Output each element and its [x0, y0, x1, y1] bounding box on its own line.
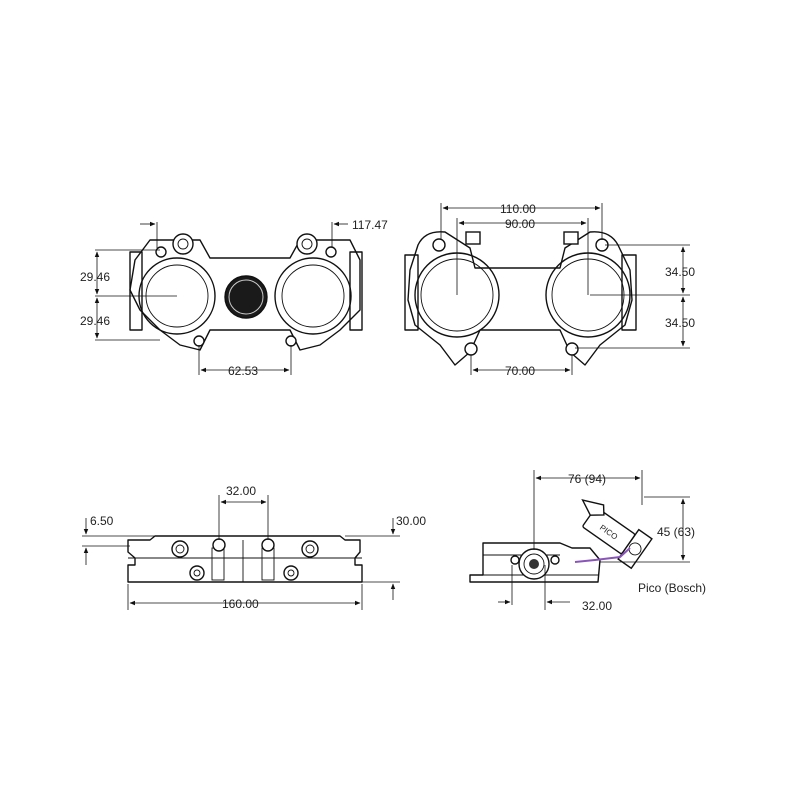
- dim-30-00: 30.00: [396, 514, 426, 528]
- dim-32-00-side: 32.00: [582, 599, 612, 613]
- front-view: 32.00 6.50 30.00 160.00: [82, 484, 426, 611]
- dim-34-50-upper: 34.50: [665, 265, 695, 279]
- dim-62-53: 62.53: [228, 364, 258, 378]
- dim-76-94: 76 (94): [568, 472, 606, 486]
- dim-29-46-upper: 29.46: [80, 270, 110, 284]
- dim-110-00: 110.00: [500, 202, 536, 216]
- top-right-view: 110.00 90.00 34.50 34.50 70.00: [404, 202, 695, 378]
- right-bore: [274, 257, 352, 335]
- dim-90-00: 90.00: [505, 217, 535, 231]
- center-throttle-plug: [224, 275, 268, 319]
- dim-70-00: 70.00: [505, 364, 535, 378]
- dim-160-00: 160.00: [222, 597, 259, 611]
- side-view: PICO 76 (94) 45 (63) 32.00 Pico (Bosch): [469, 470, 706, 613]
- dim-32-00-front: 32.00: [226, 484, 256, 498]
- dim-45-63: 45 (63): [657, 525, 695, 539]
- dim-29-46-lower: 29.46: [80, 314, 110, 328]
- pico-bosch-label: Pico (Bosch): [638, 581, 706, 595]
- pico-injector: PICO: [581, 498, 653, 570]
- top-left-view: 117.47 29.46 29.46 62.53: [80, 218, 388, 378]
- dim-117-47: 117.47: [352, 218, 388, 232]
- dim-6-50: 6.50: [90, 514, 114, 528]
- dim-34-50-lower: 34.50: [665, 316, 695, 330]
